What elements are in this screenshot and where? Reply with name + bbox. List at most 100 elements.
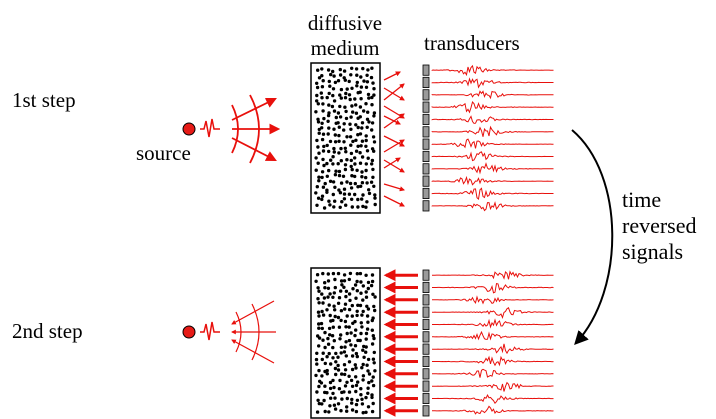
scatterer-dot bbox=[336, 402, 341, 406]
scatterer-dot bbox=[373, 369, 377, 373]
scatterer-dot bbox=[373, 193, 377, 197]
scatterer-dot bbox=[354, 296, 358, 300]
scatterer-dot bbox=[358, 105, 363, 109]
scatterer-dot bbox=[350, 367, 355, 372]
scatterer-dot bbox=[370, 103, 374, 107]
scatterer-dot bbox=[372, 304, 376, 309]
scatterer-dot bbox=[319, 91, 323, 95]
scatterer-dot bbox=[351, 348, 355, 352]
scatterer-dot bbox=[326, 132, 330, 136]
scatterer-dot bbox=[321, 301, 325, 305]
scatterer-dot bbox=[323, 286, 327, 290]
scatterer-dot bbox=[371, 167, 375, 172]
scatterer-dot bbox=[359, 75, 363, 79]
scatterer-dot bbox=[336, 111, 341, 115]
scatterer-dot bbox=[353, 283, 358, 287]
scatterer-dot bbox=[343, 105, 347, 109]
scatterer-dot bbox=[370, 279, 375, 284]
scatterer-dot bbox=[354, 123, 358, 127]
scatterer-dot bbox=[366, 357, 371, 362]
scatterer-dot bbox=[337, 188, 341, 192]
scatterer-dot bbox=[321, 351, 325, 355]
scatterer-dot bbox=[348, 271, 353, 276]
scatterer-dot bbox=[330, 334, 335, 338]
scatterer-dot bbox=[323, 409, 327, 414]
scattered-arrow bbox=[383, 115, 401, 125]
signal-trace bbox=[431, 187, 554, 200]
transducer-element bbox=[422, 76, 430, 89]
scatterer-dot bbox=[332, 99, 337, 103]
scatterer-dot bbox=[372, 350, 376, 355]
scatterer-dot bbox=[360, 402, 365, 406]
scatterer-dot bbox=[333, 314, 337, 319]
scatterer-dot bbox=[361, 411, 365, 415]
scatterer-dot bbox=[315, 99, 319, 103]
scatterer-dot bbox=[366, 405, 371, 409]
scatterer-dot bbox=[340, 372, 344, 376]
scatterer-dot bbox=[364, 138, 368, 143]
scatterer-dot bbox=[345, 135, 349, 139]
scatterer-dot bbox=[355, 168, 359, 172]
scatterer-dot bbox=[365, 363, 369, 367]
scatterer-dot bbox=[353, 333, 357, 338]
scatterer-dot bbox=[350, 303, 354, 308]
signal-trace bbox=[431, 162, 554, 175]
scatterer-dot bbox=[349, 127, 353, 131]
scatterer-dot bbox=[364, 134, 368, 138]
signal-trace bbox=[432, 405, 554, 415]
scatterer-dot bbox=[366, 92, 371, 97]
scatterer-dot bbox=[327, 351, 331, 356]
scatterer-dot bbox=[371, 175, 375, 179]
scatterer-dot bbox=[332, 403, 337, 407]
scatterer-dot bbox=[320, 170, 325, 174]
scatterer-dot bbox=[343, 345, 347, 349]
scatterer-dot bbox=[321, 109, 325, 113]
scatterer-dot bbox=[347, 307, 352, 312]
scatterer-dot bbox=[323, 181, 327, 186]
scatterer-dot bbox=[347, 338, 352, 343]
scatterer-dot bbox=[364, 162, 368, 166]
scatterer-dot bbox=[353, 363, 357, 367]
scatterer-dot bbox=[365, 200, 369, 204]
scatterer-dot bbox=[317, 131, 321, 135]
reversed-signals-step2 bbox=[432, 270, 554, 415]
scatterer-dot bbox=[315, 138, 319, 143]
scatterer-dot bbox=[341, 174, 346, 178]
scatterer-dot bbox=[361, 66, 365, 71]
scatterer-dot bbox=[342, 273, 347, 277]
scattered-arrow bbox=[383, 83, 405, 101]
scatterer-dot bbox=[317, 326, 321, 330]
scatterer-dot bbox=[344, 294, 348, 299]
wavefront-icon bbox=[231, 94, 281, 164]
scatterer-dot bbox=[316, 196, 321, 200]
transducer-element bbox=[422, 355, 430, 367]
scatterer-dot bbox=[356, 125, 360, 130]
scatterer-dot bbox=[326, 342, 331, 346]
scatterer-dot bbox=[320, 374, 324, 378]
scatterer-dot bbox=[317, 401, 321, 406]
scatterer-dot bbox=[355, 272, 359, 276]
scatterer-dot bbox=[365, 117, 370, 122]
scatterer-dot bbox=[360, 121, 365, 125]
scatterer-dot bbox=[364, 175, 368, 180]
scatterer-dot bbox=[371, 135, 376, 139]
scatterer-dots bbox=[314, 271, 377, 415]
scatterer-dot bbox=[350, 384, 355, 388]
scatterer-dot bbox=[358, 115, 362, 119]
scatterer-dot bbox=[329, 72, 333, 77]
scatterer-dot bbox=[371, 357, 376, 361]
scatterer-dot bbox=[322, 144, 326, 149]
scatterer-dot bbox=[358, 161, 363, 165]
scatterer-dot bbox=[350, 314, 354, 318]
scatterer-dot bbox=[354, 351, 359, 356]
scatterer-dot bbox=[332, 385, 336, 390]
scatterer-dot bbox=[355, 279, 359, 284]
scatterer-dot bbox=[364, 345, 368, 349]
scatterer-dot bbox=[337, 133, 341, 138]
scatterer-dot bbox=[336, 271, 341, 276]
scatterer-dot bbox=[337, 387, 342, 391]
scatterer-dot bbox=[343, 368, 348, 372]
scatterer-dot bbox=[336, 162, 340, 166]
scatterer-dot bbox=[367, 380, 371, 385]
scatterer-dot bbox=[343, 146, 347, 150]
